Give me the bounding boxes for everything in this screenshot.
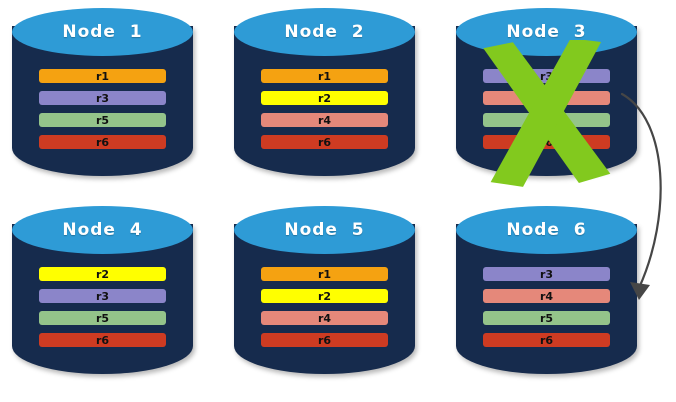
replica-list: r1 r3 r5 r6	[39, 69, 166, 149]
replica-bar[interactable]: r3	[39, 289, 166, 303]
replica-list: r3 r4 r5 r6	[483, 69, 610, 149]
node-label: Node 3	[506, 22, 587, 42]
replica-bar[interactable]: r5	[483, 311, 610, 325]
replica-bar[interactable]: r4	[261, 311, 388, 325]
replica-bar[interactable]: r2	[261, 289, 388, 303]
node-label: Node 6	[506, 220, 587, 240]
node-cylinder-5[interactable]: Node 5 r1 r2 r4 r6	[234, 206, 415, 381]
replica-bar[interactable]: r3	[483, 69, 610, 83]
node-label: Node 4	[62, 220, 143, 240]
replica-bar[interactable]: r6	[483, 333, 610, 347]
replica-bar[interactable]: r1	[261, 267, 388, 281]
cylinder-top-ellipse	[234, 8, 415, 56]
cylinder-top-ellipse	[234, 206, 415, 254]
cylinder-top-ellipse	[12, 206, 193, 254]
replica-bar[interactable]: r3	[483, 267, 610, 281]
replica-bar[interactable]: r4	[483, 289, 610, 303]
replica-bar[interactable]: r2	[39, 267, 166, 281]
replica-bar[interactable]: r1	[261, 69, 388, 83]
replica-bar[interactable]: r6	[39, 135, 166, 149]
replica-bar[interactable]: r6	[39, 333, 166, 347]
replica-list: r1 r2 r4 r6	[261, 69, 388, 149]
replica-bar[interactable]: r6	[261, 333, 388, 347]
cylinder-top-ellipse	[456, 206, 637, 254]
replica-bar[interactable]: r6	[261, 135, 388, 149]
replica-bar[interactable]: r3	[39, 91, 166, 105]
node-cylinder-3[interactable]: Node 3 r3 r4 r5 r6	[456, 8, 637, 187]
replica-bar[interactable]: r4	[483, 91, 610, 105]
replica-bar[interactable]: r4	[261, 113, 388, 127]
node-label: Node 5	[284, 220, 365, 240]
replica-bar[interactable]: r5	[483, 113, 610, 127]
replica-list: r3 r4 r5 r6	[483, 267, 610, 347]
replica-bar[interactable]: r2	[261, 91, 388, 105]
replica-bar[interactable]: r6	[483, 135, 610, 149]
replica-list: r2 r3 r5 r6	[39, 267, 166, 347]
node-cylinder-4[interactable]: Node 4 r2 r3 r5 r6	[12, 206, 193, 381]
cylinder-top-ellipse	[12, 8, 193, 56]
replica-bar[interactable]: r5	[39, 113, 166, 127]
node-cylinder-1[interactable]: Node 1 r1 r3 r5 r6	[12, 8, 193, 183]
node-cylinder-2[interactable]: Node 2 r1 r2 r4 r6	[234, 8, 415, 183]
replica-bar[interactable]: r5	[39, 311, 166, 325]
node-label: Node 2	[284, 22, 365, 42]
replica-list: r1 r2 r4 r6	[261, 267, 388, 347]
node-cylinder-6[interactable]: Node 6 r3 r4 r5 r6	[456, 206, 637, 381]
replica-bar[interactable]: r1	[39, 69, 166, 83]
node-label: Node 1	[62, 22, 143, 42]
